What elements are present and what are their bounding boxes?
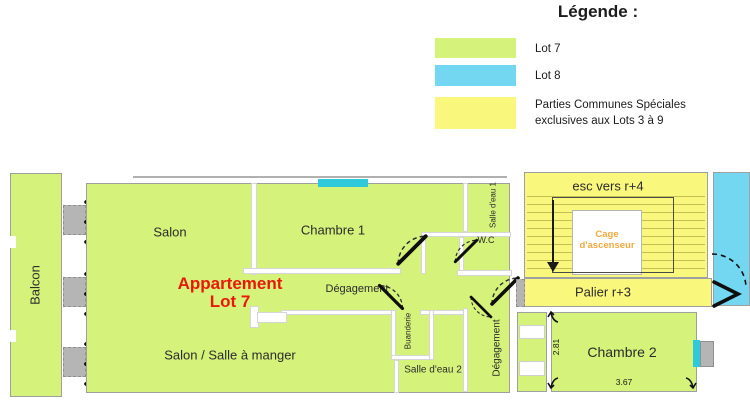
apartment-title: Appartement Lot 7 <box>178 275 283 311</box>
door-swing-icon <box>490 276 520 306</box>
down-arrow-icon <box>552 200 554 264</box>
wall <box>429 310 434 360</box>
legend-swatch-lot8 <box>435 65 516 86</box>
outer-wall-line <box>133 176 507 178</box>
french-window-icon <box>63 347 86 377</box>
apartment-lot7-area <box>86 183 510 393</box>
french-window-icon <box>63 205 86 235</box>
wall <box>394 360 399 393</box>
room-label-salon: Salon <box>153 224 187 240</box>
room-label-salon-salle-a-manger: Salon / Salle à manger <box>164 347 296 363</box>
dimension-tick-icon <box>547 377 559 390</box>
room-balcon <box>10 173 62 397</box>
room-label-balcon: Balcon <box>27 265 43 305</box>
wall <box>251 183 257 275</box>
room-label-salle-eau-2: Salle d'eau 2 <box>404 364 462 376</box>
room-label-degagement-bas: Dégagement <box>491 319 503 377</box>
dimension-chambre2-largeur: 3.67 <box>615 377 633 387</box>
dimension-tick-icon <box>547 310 559 323</box>
palier-threshold <box>516 279 525 307</box>
label-cage-ascenseur: Cage d'ascenseur <box>579 229 634 251</box>
door-swing-icon <box>396 234 428 266</box>
wall <box>420 310 468 315</box>
legend-swatch-communes <box>435 97 516 129</box>
legend-label-lot8: Lot 8 <box>535 70 561 82</box>
window-shutter-box <box>700 341 714 367</box>
wall <box>391 310 396 360</box>
wall <box>457 270 512 276</box>
wall <box>243 268 401 274</box>
closet <box>519 361 545 376</box>
wall <box>463 183 468 232</box>
apartment-title-line2: Lot 7 <box>209 292 251 311</box>
label-cage-line1: Cage <box>595 229 619 240</box>
dimension-tick-icon <box>685 377 697 390</box>
french-window-icon <box>63 277 86 307</box>
door-swing-icon <box>711 253 747 308</box>
legend-title: Légende : <box>557 2 639 21</box>
room-label-salle-eau-1: Salle d'eau 1 <box>488 181 498 229</box>
chambre2-window-icon <box>693 340 700 367</box>
room-label-buanderie: Buanderie <box>403 312 413 350</box>
apartment-title-line1: Appartement <box>177 274 283 293</box>
room-label-degagement-couloir: Dégagement <box>325 283 389 295</box>
legend-label-lot7: Lot 7 <box>535 43 561 55</box>
legend-label-communes: Parties Communes Spéciales exclusives au… <box>535 97 686 129</box>
balcon-notch-top <box>8 236 16 248</box>
chambre1-window-icon <box>318 179 368 187</box>
door-swing-icon <box>453 238 479 264</box>
elevator-shaft <box>572 210 642 275</box>
room-chambre2 <box>551 312 697 392</box>
room-label-chambre2: Chambre 2 <box>587 344 657 360</box>
wall <box>421 232 511 237</box>
balcon-notch-bottom <box>8 330 16 342</box>
legend-label-communes-line1: Parties Communes Spéciales <box>535 99 686 111</box>
legend-swatch-lot7 <box>435 38 516 58</box>
label-escalier: esc vers r+4 <box>572 178 644 194</box>
closet <box>519 325 545 339</box>
room-label-chambre1: Chambre 1 <box>300 222 366 238</box>
room-label-wc: W.C <box>477 235 495 245</box>
down-arrow-head-icon <box>547 262 559 272</box>
dimension-chambre2-hauteur: 2.81 <box>551 338 561 356</box>
palier-area <box>524 278 712 307</box>
label-cage-line2: d'ascenseur <box>579 240 635 251</box>
door-swing-icon <box>469 295 493 319</box>
legend-label-communes-line2: exclusives aux Lots 3 à 9 <box>535 115 664 127</box>
wall <box>463 308 468 392</box>
wall-return <box>257 312 287 323</box>
label-palier: Palier r+3 <box>575 284 631 300</box>
closet-strip <box>517 312 547 392</box>
door-swing-icon <box>377 283 405 311</box>
